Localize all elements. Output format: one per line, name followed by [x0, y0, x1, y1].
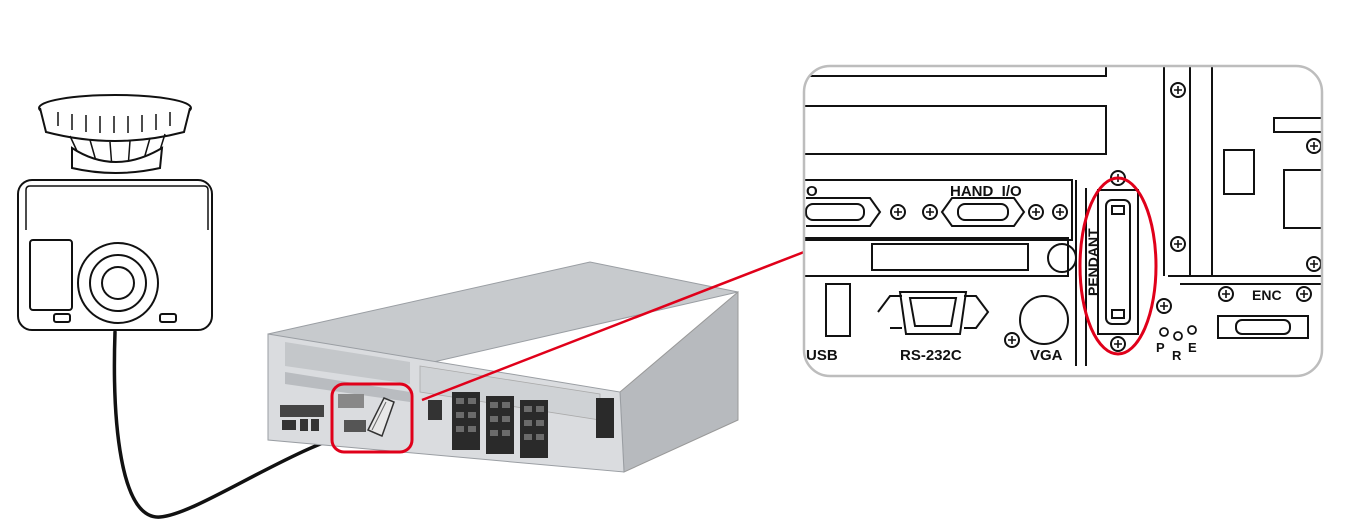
detail-frame — [802, 64, 1324, 378]
label-led-r: R — [1172, 348, 1182, 363]
label-usb: USB — [806, 347, 838, 364]
callout-line — [421, 250, 805, 402]
label-led-e: E — [1188, 340, 1197, 355]
screw-icon — [890, 82, 1322, 352]
label-rs232c: RS-232C — [900, 347, 962, 364]
label-hand-io: HAND I/O — [950, 183, 1022, 200]
label-io-partial: O — [806, 183, 818, 200]
label-led-p: P — [1156, 340, 1165, 355]
connector-cable-icon — [366, 397, 395, 438]
label-enc: ENC — [1252, 287, 1282, 303]
teach-pendant-icon — [17, 94, 213, 331]
label-pendant: PENDANT — [1085, 228, 1101, 296]
robot-controller-icon — [267, 261, 739, 473]
pendant-port-highlight — [330, 382, 414, 454]
pendant-cable — [112, 330, 374, 519]
detail-view: O HAND I/O USB RS-232C VGA PENDANT ENC P… — [804, 66, 1322, 376]
label-vga: VGA — [1030, 347, 1063, 364]
pendant-connector-highlight — [1078, 176, 1158, 356]
